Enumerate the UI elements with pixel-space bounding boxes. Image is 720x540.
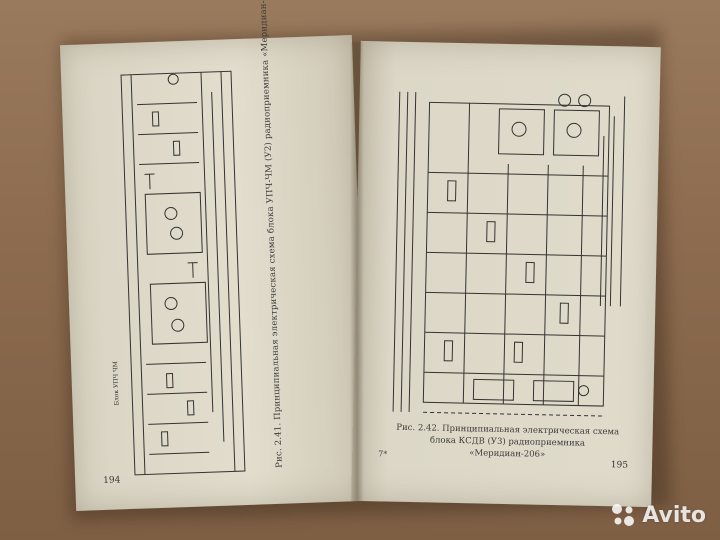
right-schematic [392, 91, 626, 417]
watermark-text: Avito [642, 502, 706, 528]
right-caption: Рис. 2.42. Принципиальная электрическая … [396, 422, 620, 460]
left-schematic: Блок УПЧ ЧМ [112, 70, 246, 476]
block-label: Блок УПЧ ЧМ [112, 361, 121, 406]
signature-mark: 7* [378, 449, 388, 459]
left-page: Блок УПЧ ЧМ Рис. 2.41. Принципиальная эл… [59, 0, 369, 511]
right-page-number: 195 [610, 460, 629, 471]
avito-logo-icon [612, 504, 635, 526]
avito-watermark: Avito [610, 502, 706, 528]
book-gutter [350, 42, 364, 504]
right-page: Рис. 2.42. Принципиальная электрическая … [351, 40, 661, 508]
left-page-number: 194 [103, 475, 121, 486]
left-caption: Рис. 2.41. Принципиальная электрическая … [257, 0, 285, 468]
